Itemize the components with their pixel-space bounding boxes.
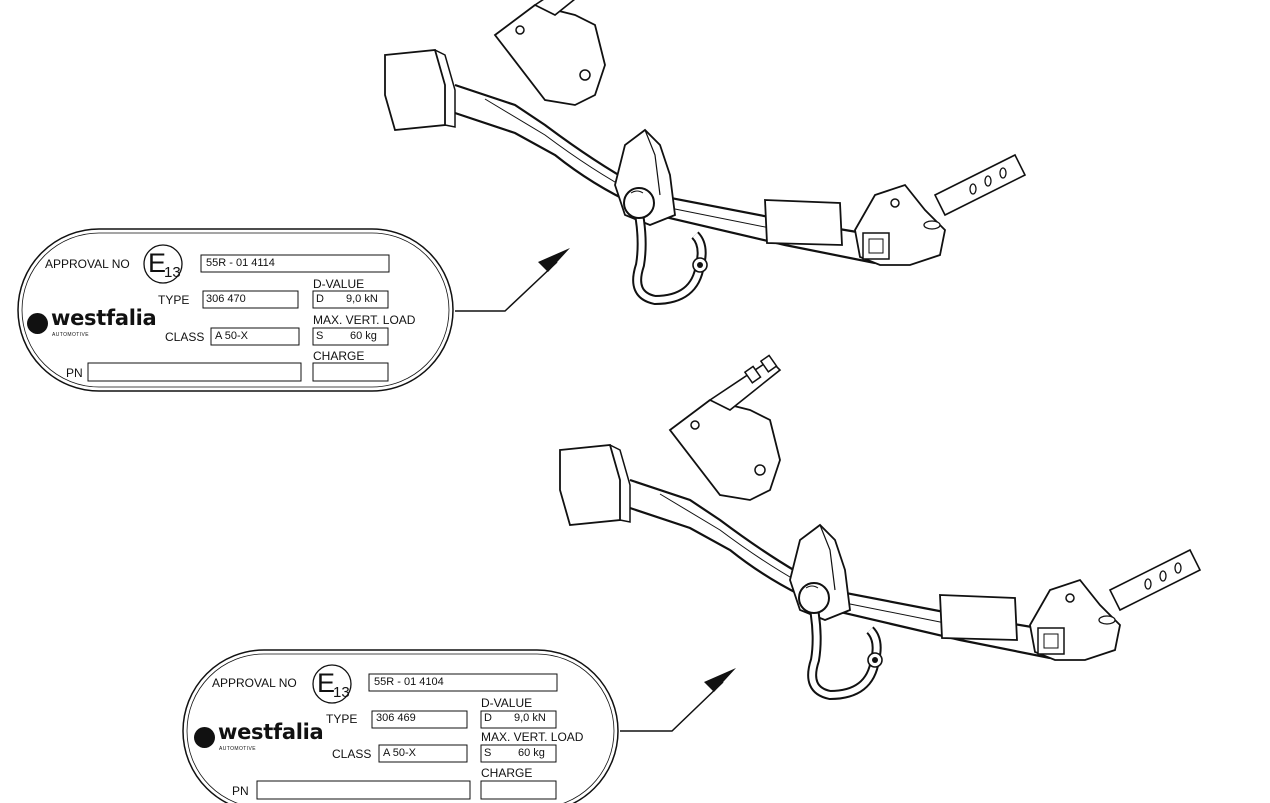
pn-box-2 bbox=[256, 780, 471, 800]
s-letter: S bbox=[316, 330, 324, 342]
d-value: 9,0 kN bbox=[346, 293, 378, 305]
s-value: 60 kg bbox=[518, 747, 545, 759]
approval-mark-circle-2 bbox=[312, 664, 352, 704]
approval-no-label: APPROVAL NO bbox=[45, 257, 130, 271]
approval-mark-letter: E bbox=[317, 668, 336, 698]
leader-arrow-1 bbox=[538, 248, 570, 272]
class-value: A 50-X bbox=[215, 330, 249, 342]
type-box-2 bbox=[371, 710, 468, 729]
towbar-drawing-1 bbox=[385, 0, 1025, 300]
approval-mark-circle-1 bbox=[143, 244, 183, 284]
charge-box-1 bbox=[312, 362, 389, 382]
d-value-box-1 bbox=[312, 290, 389, 309]
brand-subtitle: AUTOMOTIVE bbox=[219, 746, 256, 752]
approval-number-box-1 bbox=[200, 254, 390, 273]
max-vert-load-label: MAX. VERT. LOAD bbox=[313, 313, 416, 327]
d-letter: D bbox=[316, 293, 324, 305]
leader-line-2 bbox=[620, 681, 724, 732]
load-box-1 bbox=[312, 327, 389, 346]
type-label: TYPE bbox=[158, 293, 190, 307]
class-label: CLASS bbox=[332, 747, 372, 761]
class-box-2 bbox=[378, 744, 468, 763]
d-value: 9,0 kN bbox=[514, 712, 546, 724]
leader-line-1 bbox=[455, 261, 558, 312]
s-value: 60 kg bbox=[350, 330, 377, 342]
type-value: 306 470 bbox=[206, 293, 246, 305]
d-value-label: D-VALUE bbox=[313, 277, 365, 291]
type-label: TYPE bbox=[326, 712, 358, 726]
type-value: 306 469 bbox=[376, 712, 416, 724]
approval-mark-number: 13 bbox=[333, 684, 350, 701]
approval-number: 55R - 01 4114 bbox=[206, 257, 275, 269]
pn-label: PN bbox=[232, 784, 249, 798]
d-letter: D bbox=[484, 712, 492, 724]
charge-box-2 bbox=[480, 780, 557, 800]
westfalia-logo-icon bbox=[194, 727, 215, 748]
approval-no-label: APPROVAL NO bbox=[212, 676, 297, 690]
load-box-2 bbox=[480, 744, 557, 763]
towbar-drawing-2 bbox=[560, 355, 1200, 695]
pn-label: PN bbox=[66, 366, 83, 380]
brand-name: westfalia bbox=[51, 306, 157, 330]
brand-name: westfalia bbox=[218, 720, 324, 744]
approval-mark-letter: E bbox=[148, 248, 167, 278]
charge-label: CHARGE bbox=[313, 349, 365, 363]
max-vert-load-label: MAX. VERT. LOAD bbox=[481, 730, 584, 744]
s-letter: S bbox=[484, 747, 492, 759]
leader-arrow-2 bbox=[704, 668, 736, 692]
westfalia-logo-icon bbox=[27, 313, 48, 334]
approval-number-box-2 bbox=[368, 673, 558, 692]
class-value: A 50-X bbox=[383, 747, 417, 759]
charge-label: CHARGE bbox=[481, 766, 533, 780]
type-box-1 bbox=[202, 290, 299, 309]
d-value-box-2 bbox=[480, 710, 557, 729]
brand-subtitle: AUTOMOTIVE bbox=[52, 332, 89, 338]
pn-box-1 bbox=[87, 362, 302, 382]
d-value-label: D-VALUE bbox=[481, 696, 533, 710]
approval-number: 55R - 01 4104 bbox=[374, 676, 444, 688]
class-label: CLASS bbox=[165, 330, 205, 344]
class-box-1 bbox=[210, 327, 300, 346]
approval-mark-number: 13 bbox=[164, 264, 181, 281]
